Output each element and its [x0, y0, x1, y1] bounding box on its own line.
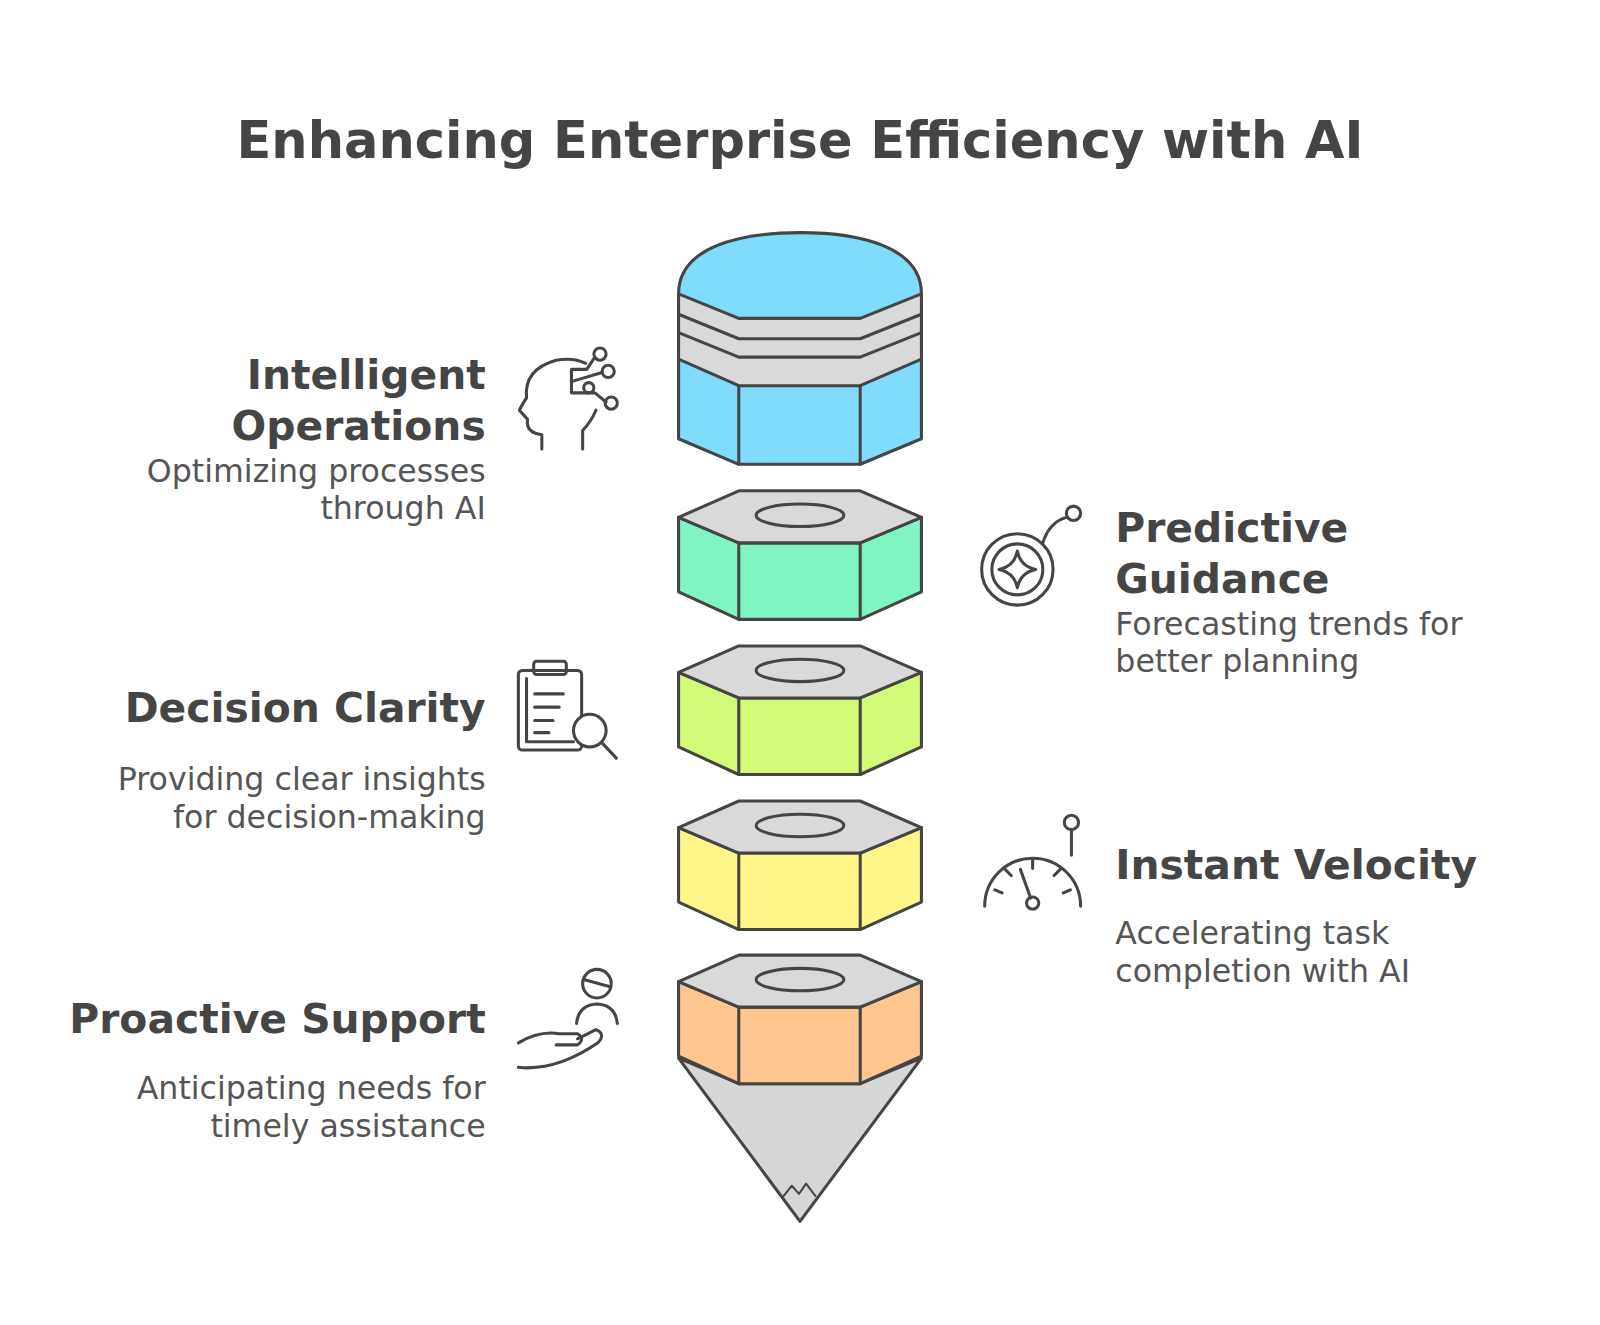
tip-lead [784, 1184, 816, 1196]
segment-description: Accelerating task completion with AI [1115, 914, 1452, 990]
clipboard-clip [534, 661, 567, 674]
nut-edges [739, 698, 860, 775]
gauge-arc [985, 858, 1081, 906]
gauge-stem [1070, 830, 1073, 856]
nut-top [679, 646, 922, 698]
gauge-knob [1064, 815, 1078, 829]
circuit-node [594, 348, 606, 360]
compass-star [999, 551, 1036, 588]
nut-edges [739, 543, 860, 620]
nut-top [679, 491, 922, 543]
segment-heading: Intelligent Operations [180, 349, 486, 451]
segment-shape [679, 645, 922, 775]
clipboard-lines [535, 694, 564, 733]
eraser-cap-segment: Intelligent OperationsOptimizing process… [679, 233, 922, 465]
hand-palm [518, 1030, 601, 1068]
compass-icon [982, 506, 1081, 605]
segment-shape [679, 233, 922, 465]
nut-hole [756, 814, 844, 836]
nut-hole [756, 659, 844, 681]
cap-body [679, 233, 922, 465]
nut-segment: Predictive GuidanceForecasting trends fo… [679, 490, 922, 620]
person-body [577, 1004, 618, 1023]
clipboard-sheet [527, 679, 574, 742]
compass-chain [1043, 517, 1066, 543]
circuit-node [584, 383, 594, 393]
segment-description: Forecasting trends for better planning [1115, 605, 1513, 681]
nut-hole [756, 968, 844, 990]
nut-segment: Proactive SupportAnticipating needs for … [679, 954, 922, 1084]
gauge-needle [1020, 869, 1030, 898]
circuit-lines [571, 357, 606, 402]
gauge-ticks [995, 860, 1071, 893]
gauge-pivot [1027, 897, 1039, 909]
diagram-title: Enhancing Enterprise Efficiency with AI [0, 110, 1600, 171]
ai-head-icon [519, 348, 617, 449]
hand-thumb [518, 1033, 581, 1045]
person-head [583, 969, 612, 998]
segment-description: Optimizing processes through AI [88, 452, 486, 528]
segment-heading: Instant Velocity [1115, 839, 1544, 890]
segment-shape [679, 954, 922, 1084]
cap-edges [739, 386, 860, 465]
clipboard-icon [518, 661, 616, 758]
speedometer-icon [985, 815, 1081, 909]
segment-shape [679, 490, 922, 620]
magnifier-handle [602, 743, 616, 758]
compass-ring [1066, 506, 1080, 520]
compass-face [992, 544, 1043, 595]
cap-stripe [679, 333, 922, 357]
segment-heading: Decision Clarity [57, 683, 486, 734]
cap-band [679, 294, 922, 386]
cap-stripe [679, 314, 922, 338]
nut-top [679, 801, 922, 853]
head-outline [519, 359, 585, 449]
nut-segment: Instant VelocityAccelerating task comple… [679, 800, 922, 930]
nut-top [679, 955, 922, 1007]
head-back [583, 410, 596, 449]
support-icon [518, 969, 617, 1067]
nut-segment: Decision ClarityProviding clear insights… [679, 645, 922, 775]
nut-edges [739, 853, 860, 930]
segment-description: Providing clear insights for decision-ma… [88, 760, 486, 836]
segment-shape [679, 800, 922, 930]
nut-hole [756, 504, 844, 526]
compass-rim [982, 534, 1053, 605]
person-cap [584, 980, 611, 987]
segment-description: Anticipating needs for timely assistance [88, 1069, 486, 1145]
segment-heading: Predictive Guidance [1115, 502, 1421, 604]
clipboard-board [518, 670, 581, 750]
circuit-node [605, 397, 617, 409]
segment-heading: Proactive Support [57, 993, 486, 1044]
nut-edges [739, 1007, 860, 1084]
circuit-node [602, 365, 614, 377]
